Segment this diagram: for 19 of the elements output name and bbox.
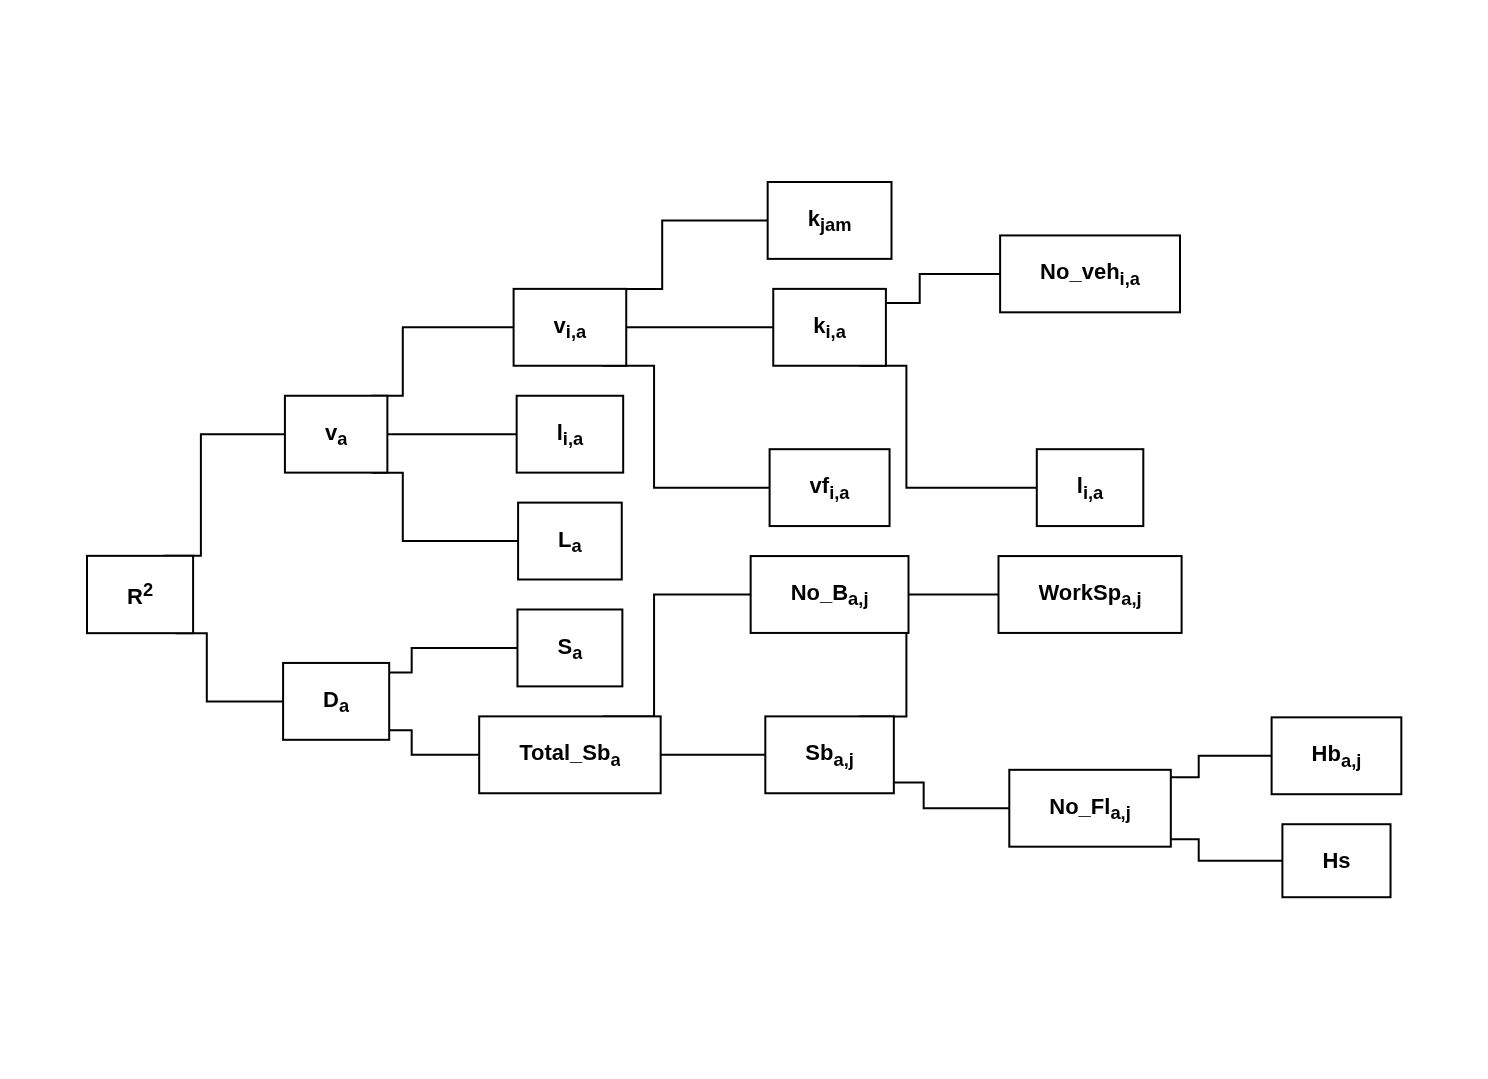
node-box: Hb$_{a,j}$: [1270, 716, 1403, 796]
node-box: WorkSp$_{a,j}$: [997, 554, 1183, 634]
node-box: vf$_{i,a}$: [768, 448, 891, 527]
node-box: v$_{a}$: [283, 394, 389, 474]
node-box: v$_{i,a}$: [512, 287, 628, 367]
node-box: No_Fl$_{a,j}$: [1008, 768, 1172, 848]
node-box: No_B$_{a,j}$: [749, 554, 910, 634]
node-box: No_veh$_{i,a}$: [998, 234, 1181, 314]
node-box: Total_Sb$_{a}$: [478, 715, 662, 795]
node-box: Sb$_{a,j}$: [764, 715, 895, 795]
node-box: R$^{2}$: [85, 554, 194, 635]
node-box: l$_{i,a}$: [1035, 448, 1145, 527]
node-box: L$_{a}$: [516, 501, 623, 581]
node-box: l$_{i,a}$: [515, 394, 624, 474]
node-box: S$_{a}$: [516, 608, 624, 688]
node-box: k$_{i,a}$: [772, 287, 887, 367]
node-box: D$_{a}$: [281, 661, 390, 741]
node-box: Hs: [1281, 823, 1392, 899]
node-box: k$_{jam}$: [766, 180, 893, 260]
